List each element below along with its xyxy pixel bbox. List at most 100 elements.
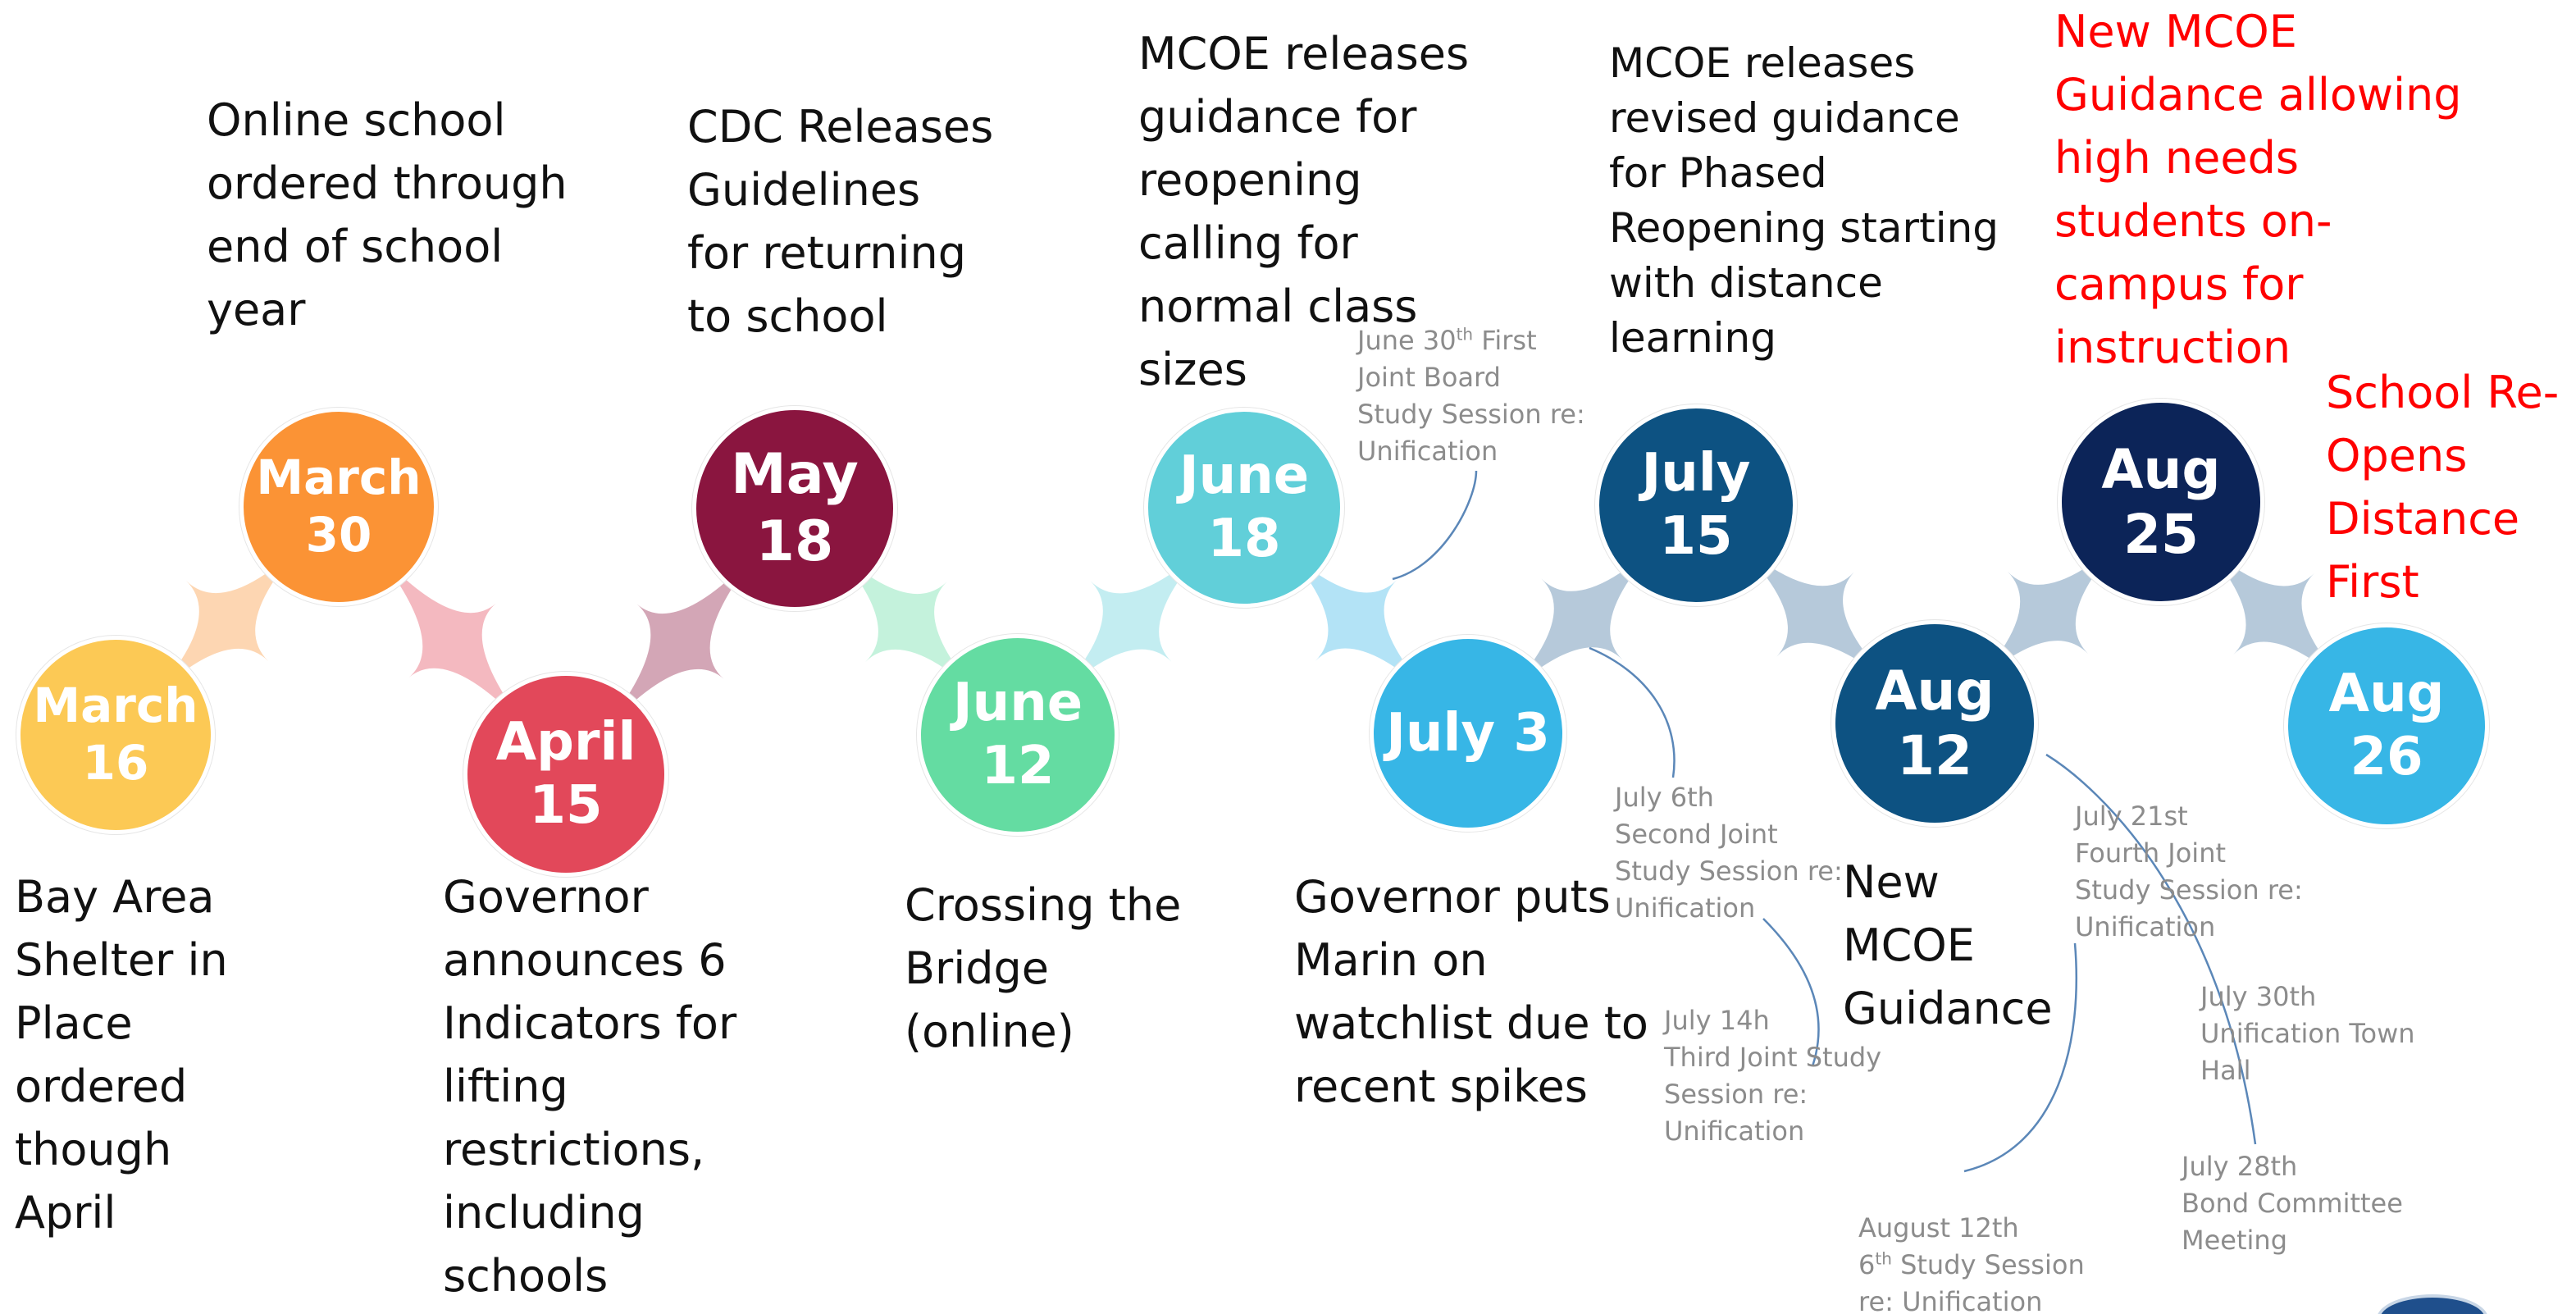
event-line: sizes xyxy=(1138,344,1247,395)
node-aug-26-month: Aug xyxy=(2328,664,2445,725)
event-line: Place xyxy=(15,997,133,1049)
node-july-15-day: 15 xyxy=(1659,506,1733,567)
event-line: Indicators for xyxy=(443,997,737,1049)
event-line: Distance xyxy=(2326,493,2520,545)
node-march-30-day: 30 xyxy=(305,507,372,563)
leader-line xyxy=(2045,753,2257,1145)
event-line: announces 6 xyxy=(443,934,727,986)
event-line: for Phased xyxy=(1609,149,1827,197)
event-line: calling for xyxy=(1138,217,1358,269)
note-line: July 28th xyxy=(2182,1151,2298,1182)
event-line: MCOE releases xyxy=(1609,39,1916,87)
event-line: normal class xyxy=(1138,281,1418,332)
note-line: July 30th xyxy=(2200,981,2317,1012)
leader-line xyxy=(1762,918,1820,1067)
node-july-3-label: July 3 xyxy=(1386,702,1550,764)
event-line: with distance xyxy=(1609,259,1883,307)
note-line: Joint Board xyxy=(1357,362,1501,393)
note-june-30: June 30th First Joint Board Study Sessio… xyxy=(1357,322,1585,470)
note-aug-12: August 12th 6th Study Session re: Unific… xyxy=(1858,1210,2085,1314)
note-text: June 30 xyxy=(1357,325,1457,356)
node-july-15-month: July xyxy=(1641,443,1751,504)
event-line: end of school xyxy=(207,221,504,272)
event-june-18: MCOE releases guidance for reopening cal… xyxy=(1138,22,1469,401)
node-march-30: March 30 xyxy=(239,408,438,606)
note-line: Second Joint xyxy=(1615,819,1778,850)
event-line: campus for xyxy=(2054,258,2304,310)
note-line: Session re: xyxy=(1664,1079,1808,1110)
leader-line xyxy=(1392,470,1478,581)
event-line: Bridge xyxy=(905,942,1050,994)
event-april-15: Governor announces 6 Indicators for lift… xyxy=(443,865,736,1307)
note-july-28: July 28th Bond Committee Meeting xyxy=(2182,1148,2403,1259)
event-line: watchlist due to xyxy=(1294,997,1648,1049)
connector-diamond xyxy=(587,533,773,750)
node-aug-12: Aug 12 xyxy=(1831,620,2038,827)
event-line: schools xyxy=(443,1250,609,1302)
event-line: learning xyxy=(1609,314,1776,362)
event-line: School Re- xyxy=(2326,367,2560,418)
note-line: Unification xyxy=(1664,1116,1805,1147)
note-text: First xyxy=(1473,325,1537,356)
node-aug-25-day: 25 xyxy=(2123,503,2199,566)
event-line: Guidance allowing xyxy=(2054,69,2462,121)
event-line: lifting xyxy=(443,1061,568,1112)
event-line: Governor xyxy=(443,871,649,923)
note-text: 6 xyxy=(1858,1249,1876,1280)
event-line: guidance for xyxy=(1138,91,1417,143)
node-april-15-month: April xyxy=(495,712,636,773)
node-march-16-month: March xyxy=(33,678,198,734)
node-march-16-day: 16 xyxy=(82,735,149,791)
event-line: Guidelines xyxy=(687,164,921,216)
event-line: year xyxy=(207,284,306,335)
node-june-18-day: 18 xyxy=(1207,509,1281,569)
event-line: for returning xyxy=(687,227,967,279)
node-aug-25-month: Aug xyxy=(2101,437,2221,501)
node-april-15-day: 15 xyxy=(529,775,603,836)
event-line: Opens xyxy=(2326,430,2468,481)
note-line: Hall xyxy=(2200,1055,2251,1086)
node-july-15: July 15 xyxy=(1595,404,1797,606)
event-july-15: MCOE releases revised guidance for Phase… xyxy=(1609,36,1999,366)
event-june-12: Crossing the Bridge (online) xyxy=(905,874,1181,1063)
event-line: New xyxy=(1843,856,1940,908)
node-may-18-day: 18 xyxy=(755,509,834,574)
event-line: including xyxy=(443,1187,645,1239)
note-line: August 12th xyxy=(1858,1212,2019,1243)
node-aug-12-month: Aug xyxy=(1875,659,1995,723)
event-line: high needs xyxy=(2054,132,2299,184)
event-line: MCOE xyxy=(1843,919,1975,971)
event-line: Online school xyxy=(207,94,506,146)
node-aug-25: Aug 25 xyxy=(2058,399,2264,605)
note-line: July 6th xyxy=(1615,782,1714,813)
node-aug-26: Aug 26 xyxy=(2284,623,2489,828)
node-june-18: June 18 xyxy=(1144,408,1344,608)
node-aug-26-day: 26 xyxy=(2350,727,2423,787)
node-june-12-day: 12 xyxy=(981,736,1055,796)
event-line: CDC Releases xyxy=(687,101,994,153)
node-march-30-month: March xyxy=(256,449,422,506)
connector-diamond xyxy=(359,532,545,750)
event-line: Reopening starting xyxy=(1609,204,1999,252)
note-line: Study Session re: xyxy=(2075,874,2303,906)
note-line: Unification xyxy=(1357,436,1498,467)
leader-line xyxy=(1963,942,2078,1173)
event-aug-25: New MCOE Guidance allowing high needs st… xyxy=(2054,0,2462,379)
note-sup: th xyxy=(1875,1248,1892,1269)
leader-line xyxy=(1589,646,1676,778)
event-line: ordered through xyxy=(207,157,568,209)
note-line: July 21st xyxy=(2075,801,2188,832)
event-line: ordered xyxy=(15,1061,188,1112)
note-line: Fourth Joint xyxy=(2075,837,2227,869)
event-line: recent spikes xyxy=(1294,1061,1588,1112)
note-line: July 14h xyxy=(1664,1005,1770,1036)
event-line: First xyxy=(2326,556,2419,608)
event-march-30: Online school ordered through end of sch… xyxy=(207,89,568,341)
note-line: Unification Town xyxy=(2200,1018,2415,1049)
note-text: Study Session xyxy=(1891,1249,2085,1280)
note-sup: th xyxy=(1456,324,1474,344)
event-aug-12: New MCOE Guidance xyxy=(1843,851,2053,1040)
event-line: to school xyxy=(687,290,888,342)
node-aug-12-day: 12 xyxy=(1897,724,1972,787)
node-april-15: April 15 xyxy=(463,672,668,877)
